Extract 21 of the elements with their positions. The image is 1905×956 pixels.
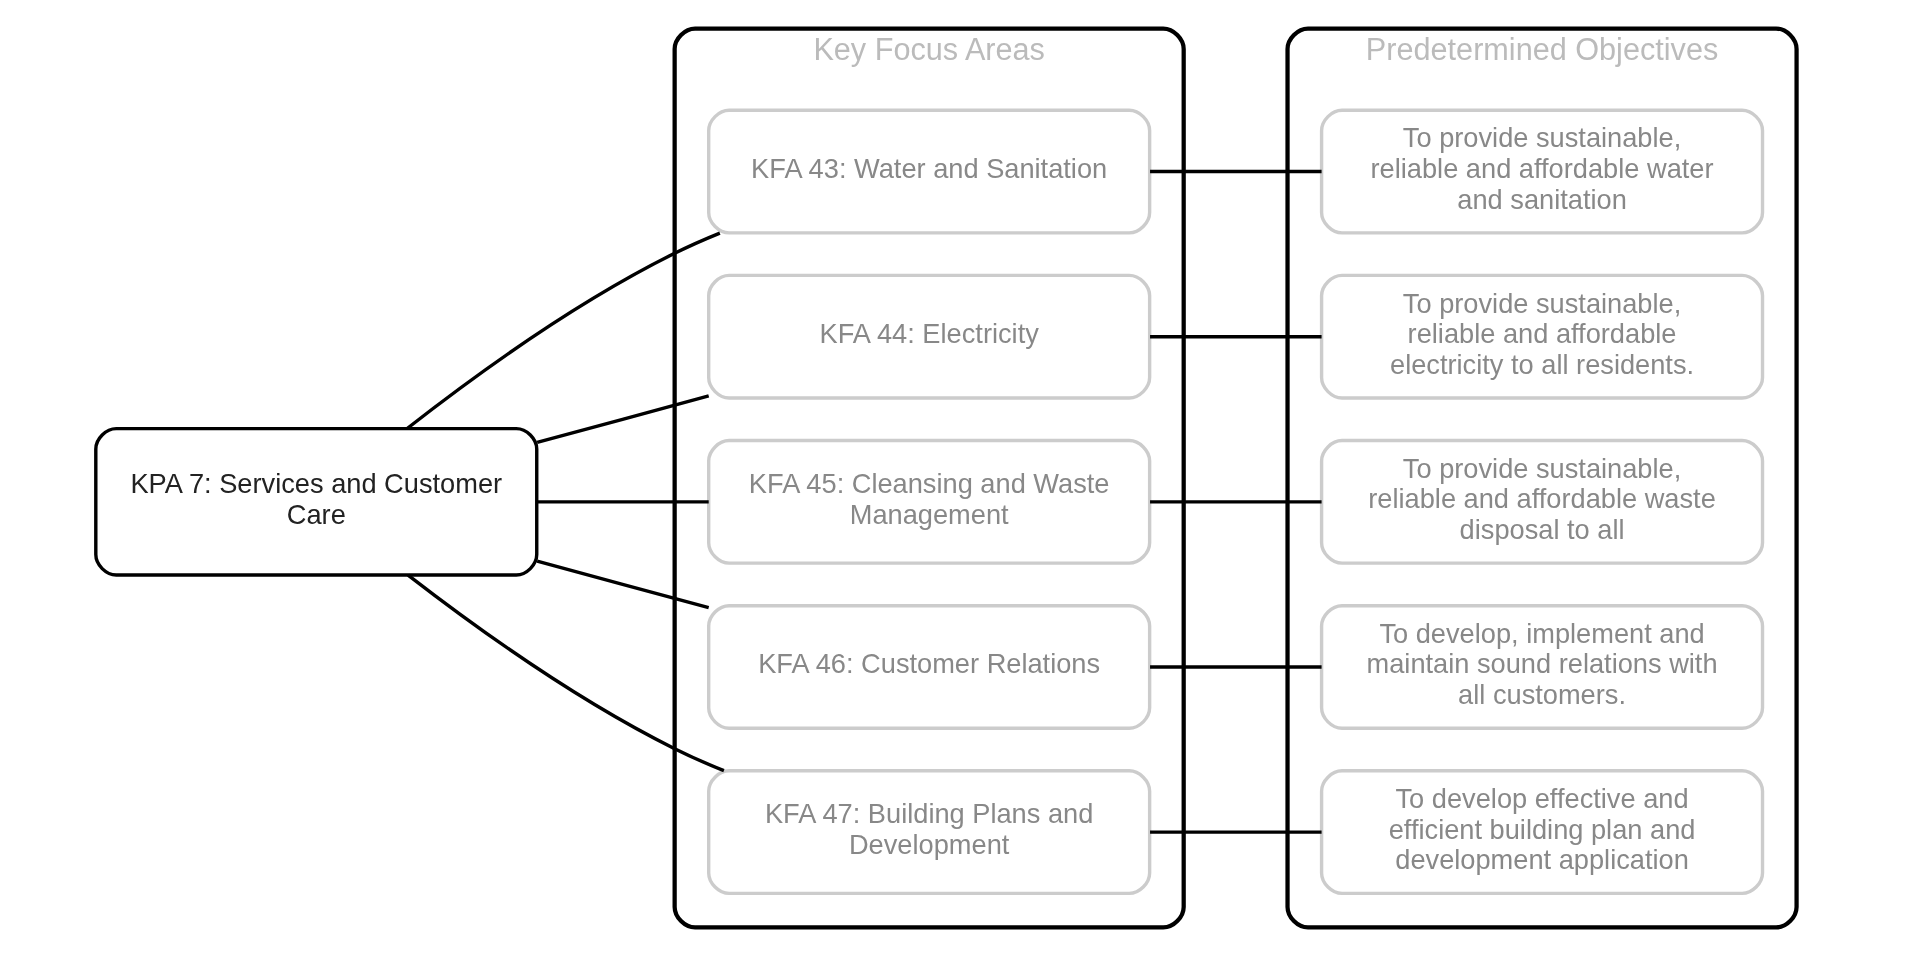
connector — [536, 559, 709, 610]
connector — [1149, 665, 1322, 669]
connector — [1149, 169, 1322, 174]
connector — [1149, 500, 1322, 504]
node-box: KFA 47: Building Plans and Development — [706, 769, 1151, 896]
connector — [405, 231, 720, 430]
connector — [536, 500, 709, 504]
node-box: To develop effective and efficient building plan and development application — [1319, 769, 1764, 896]
node-box: To provide sustainable, reliable and affordable electricity to all residents. — [1319, 273, 1764, 400]
node-box: To develop, implement and maintain sound relations with all customers. — [1319, 603, 1764, 730]
node-box: To provide sustainable, reliable and affordable waste disposal to all — [1319, 438, 1764, 565]
connector — [1149, 335, 1322, 339]
node-box: KPA 7: Services and Customer Care — [93, 426, 538, 577]
connector — [406, 573, 725, 773]
connector — [536, 394, 709, 445]
node-box: KFA 45: Cleansing and Waste Management — [706, 438, 1151, 565]
node-box: KFA 44: Electricity — [706, 273, 1151, 400]
connector — [1149, 830, 1322, 834]
node-box: To provide sustainable, reliable and affordable water and sanitation — [1319, 108, 1764, 235]
node-box: KFA 43: Water and Sanitation — [706, 108, 1151, 235]
node-box: KFA 46: Customer Relations — [706, 603, 1151, 730]
